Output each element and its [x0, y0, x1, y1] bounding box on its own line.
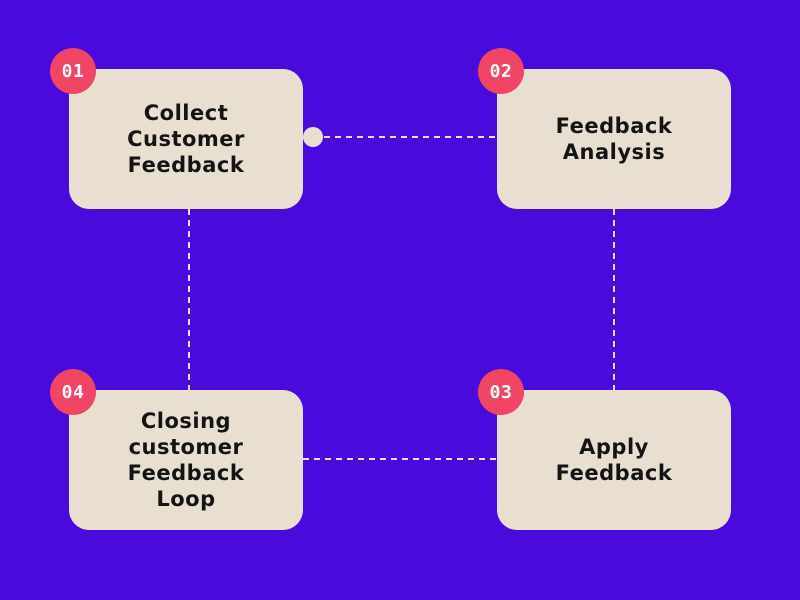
- step-number-badge: 01: [50, 48, 96, 94]
- step-label: Apply Feedback: [555, 435, 673, 485]
- connector-start-dot: [303, 127, 323, 147]
- step-number-badge: 03: [478, 369, 524, 415]
- step-label: Closing customer Feedback Loop: [127, 409, 245, 511]
- step-number-badge: 04: [50, 369, 96, 415]
- step-card-closing: Closing customer Feedback Loop: [69, 390, 303, 530]
- step-card-apply: Apply Feedback: [497, 390, 731, 530]
- step-number-badge: 02: [478, 48, 524, 94]
- step-label: Collect Customer Feedback: [127, 101, 245, 177]
- step-card-collect: Collect Customer Feedback: [69, 69, 303, 209]
- step-label: Feedback Analysis: [555, 114, 673, 164]
- step-card-analysis: Feedback Analysis: [497, 69, 731, 209]
